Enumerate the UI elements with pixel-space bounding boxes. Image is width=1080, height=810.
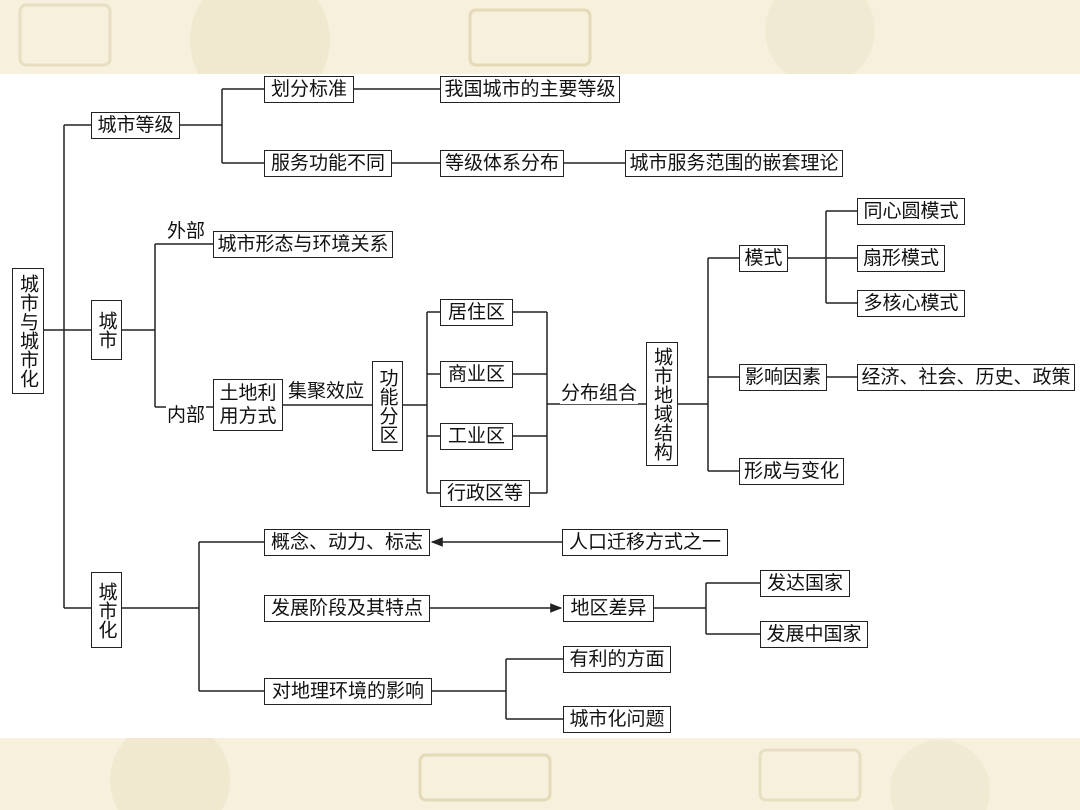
label-combination: 分布组合 (560, 382, 639, 404)
node-developed: 发达国家 (760, 570, 850, 597)
node-criteria-label: 划分标准 (270, 78, 347, 100)
node-problems: 城市化问题 (563, 706, 671, 733)
node-model-label: 模式 (744, 247, 783, 269)
node-developing: 发展中国家 (760, 621, 868, 648)
node-impact-label: 对地理环境的影响 (271, 680, 424, 702)
node-spatial-structure: 城市地域结构 (646, 342, 678, 466)
node-distribution: 等级体系分布 (440, 150, 564, 177)
node-zone-commercial: 商业区 (440, 361, 513, 388)
node-developing-label: 发展中国家 (766, 623, 862, 645)
node-zone-administrative-label: 行政区等 (446, 482, 523, 504)
node-impact: 对地理环境的影响 (264, 678, 432, 705)
node-model-sector-label: 扇形模式 (862, 247, 939, 269)
node-city: 城市 (91, 300, 122, 360)
node-formation-label: 形成与变化 (744, 460, 840, 482)
node-factor-list-label: 经济、社会、历史、政策 (861, 366, 1071, 388)
node-zone-industrial-label: 工业区 (447, 425, 505, 447)
node-service-diff-label: 服务功能不同 (270, 152, 385, 174)
node-zone-residential: 居住区 (440, 299, 513, 326)
node-zone-administrative: 行政区等 (440, 480, 530, 507)
node-model-multinuclei-label: 多核心模式 (863, 292, 959, 314)
node-nesting-theory-label: 城市服务范围的嵌套理论 (629, 152, 839, 174)
node-zone-residential-label: 居住区 (447, 301, 505, 323)
node-city-grade-label: 城市等级 (97, 114, 174, 136)
node-model-sector: 扇形模式 (857, 245, 945, 272)
node-land-use: 土地利用方式 (213, 379, 283, 431)
node-service-diff: 服务功能不同 (264, 150, 392, 177)
node-city-label: 城市 (95, 311, 118, 349)
node-functional-zones: 功能分区 (372, 361, 403, 451)
node-benefits-label: 有利的方面 (569, 648, 665, 670)
node-model-concentric-label: 同心圆模式 (863, 200, 959, 222)
node-main-levels: 我国城市的主要等级 (440, 76, 620, 103)
node-model: 模式 (739, 245, 788, 272)
node-distribution-label: 等级体系分布 (445, 152, 560, 174)
node-factors-label: 影响因素 (744, 366, 821, 388)
node-form-env: 城市形态与环境关系 (213, 231, 393, 258)
node-form-env-label: 城市形态与环境关系 (217, 233, 389, 255)
node-model-concentric: 同心圆模式 (857, 198, 965, 225)
node-stages: 发展阶段及其特点 (264, 595, 430, 622)
node-concept: 概念、动力、标志 (264, 529, 430, 556)
node-stages-label: 发展阶段及其特点 (270, 597, 423, 619)
node-spatial-structure-label: 城市地域结构 (651, 347, 673, 461)
node-problems-label: 城市化问题 (569, 708, 665, 730)
node-regional-diff-label: 地区差异 (570, 597, 647, 619)
root-node: 城市与城市化 (12, 268, 44, 394)
node-concept-label: 概念、动力、标志 (270, 531, 423, 553)
node-regional-diff: 地区差异 (563, 595, 654, 622)
node-migration-label: 人口迁移方式之一 (568, 531, 721, 553)
node-formation: 形成与变化 (739, 458, 844, 485)
node-urbanization: 城市化 (91, 572, 122, 648)
node-benefits: 有利的方面 (563, 646, 671, 673)
label-internal: 内部 (166, 404, 207, 426)
node-urbanization-label: 城市化 (95, 581, 118, 639)
node-migration: 人口迁移方式之一 (562, 529, 728, 556)
label-external: 外部 (166, 220, 207, 242)
label-agglomeration: 集聚效应 (287, 380, 366, 402)
node-model-multinuclei: 多核心模式 (857, 290, 965, 317)
node-criteria: 划分标准 (264, 76, 354, 103)
node-zone-industrial: 工业区 (440, 423, 513, 450)
node-factor-list: 经济、社会、历史、政策 (857, 364, 1075, 391)
node-zone-commercial-label: 商业区 (447, 363, 505, 385)
node-factors: 影响因素 (739, 364, 827, 391)
node-city-grade: 城市等级 (91, 112, 180, 139)
root-label: 城市与城市化 (17, 274, 39, 388)
node-land-use-label: 土地利用方式 (219, 382, 277, 427)
node-functional-zones-label: 功能分区 (376, 368, 399, 444)
node-developed-label: 发达国家 (766, 572, 843, 594)
node-nesting-theory: 城市服务范围的嵌套理论 (625, 150, 843, 177)
node-main-levels-label: 我国城市的主要等级 (444, 78, 616, 100)
